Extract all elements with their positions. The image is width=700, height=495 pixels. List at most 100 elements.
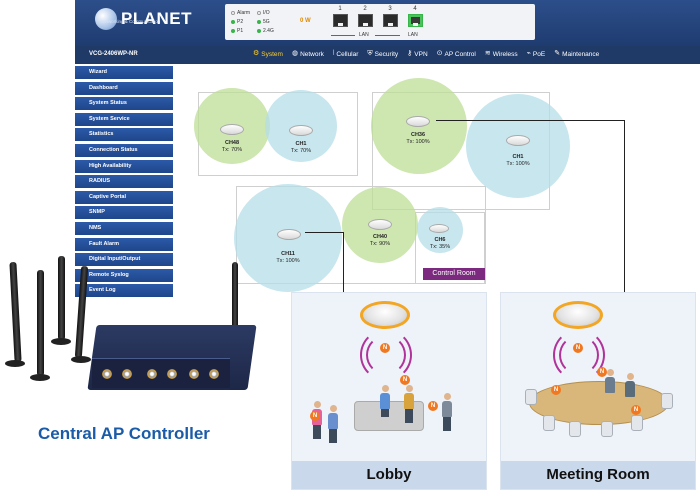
lan-bracket-line <box>331 35 355 36</box>
person-figure <box>328 405 338 443</box>
sidebar-item-fault-alarm[interactable]: Fault Alarm <box>75 237 173 251</box>
antenna-icon <box>9 261 22 363</box>
chair <box>601 421 613 437</box>
antenna-base <box>5 360 25 367</box>
lan-port-3[interactable]: 3 <box>380 6 400 27</box>
nav-cellular[interactable]: ⦚Cellular <box>332 50 359 58</box>
antenna-icon <box>58 256 65 340</box>
app-header: PLANET Networking & Communication Alarm … <box>75 0 700 46</box>
lan-label: LAN <box>359 32 369 38</box>
access-point-icon[interactable] <box>220 124 244 135</box>
lan-port-2[interactable]: 2 <box>355 6 375 27</box>
nav-vpn[interactable]: ⚷VPN <box>407 50 428 58</box>
person-figure <box>442 393 452 431</box>
sidebar-menu: Wizard Dashboard System Status System Se… <box>75 66 173 300</box>
person-figure <box>605 369 615 393</box>
sidebar-item-nms[interactable]: NMS <box>75 221 173 235</box>
connector-port-icon <box>209 369 219 379</box>
sidebar-item-dashboard[interactable]: Dashboard <box>75 81 173 95</box>
access-point-icon[interactable] <box>429 224 449 233</box>
sidebar-item-statistics[interactable]: Statistics <box>75 128 173 142</box>
wifi-badge: N <box>597 367 607 377</box>
led-dot-icon <box>231 29 235 33</box>
sidebar-item-system-service[interactable]: System Service <box>75 112 173 126</box>
led-dot-icon <box>231 20 235 24</box>
connector-port-icon <box>147 369 157 379</box>
person-figure <box>625 373 635 397</box>
ethernet-port-icon <box>332 14 348 27</box>
nav-system[interactable]: ⚙System <box>253 50 283 58</box>
wifi-badge: N <box>428 401 438 411</box>
sidebar-item-snmp[interactable]: SNMP <box>75 206 173 220</box>
led-alarm: Alarm <box>231 10 257 16</box>
poe-icon: ⌁ <box>526 50 531 57</box>
sidebar-item-connection-status[interactable]: Connection Status <box>75 143 173 157</box>
connector-line <box>343 232 344 314</box>
ethernet-port-icon <box>357 14 373 27</box>
connector-port-icon <box>167 369 177 379</box>
power-readout: 0 W <box>300 18 311 24</box>
access-point-icon[interactable] <box>506 135 530 146</box>
sidebar-item-captive-portal[interactable]: Captive Portal <box>75 190 173 204</box>
nav-wireless[interactable]: ≋Wireless <box>484 50 518 58</box>
access-point-icon[interactable] <box>277 229 301 240</box>
lan-port-1[interactable]: 1 <box>330 6 350 27</box>
nav-poe[interactable]: ⌁PoE <box>526 50 546 58</box>
wrench-icon: ✎ <box>554 50 561 57</box>
wifi-icon: ≋ <box>484 50 491 57</box>
wifi-wave-icon <box>360 329 412 381</box>
device-status-panel: Alarm I/O P2 5G P1 2.4G 0 W 1 2 3 4 LAN … <box>225 4 535 40</box>
lan-port-4[interactable]: 4 <box>405 6 425 27</box>
gear-icon: ⚙ <box>253 50 260 57</box>
brand-tagline: Networking & Communication <box>101 19 161 24</box>
wifi-badge: N <box>631 405 641 415</box>
sidebar-item-radius[interactable]: RADIUS <box>75 175 173 189</box>
led-5g: 5G <box>257 19 283 25</box>
led-24g: 2.4G <box>257 28 283 34</box>
ceiling-ap-icon <box>360 301 410 329</box>
coverage-zone <box>466 94 570 198</box>
sidebar-item-wizard[interactable]: Wizard <box>75 66 173 79</box>
device-model: VCG-2406WP-NR <box>89 51 138 57</box>
sidebar-item-remote-syslog[interactable]: Remote Syslog <box>75 268 173 282</box>
top-navbar: VCG-2406WP-NR ⚙System ◍Network ⦚Cellular… <box>75 46 700 64</box>
sidebar-item-high-availability[interactable]: High Availability <box>75 159 173 173</box>
access-point-icon[interactable] <box>368 219 392 230</box>
wifi-badge: N <box>551 385 561 395</box>
led-io: I/O <box>257 10 283 16</box>
led-dot-icon <box>257 29 261 33</box>
access-point-icon[interactable] <box>406 116 430 127</box>
connector-line <box>624 120 625 314</box>
nav-security[interactable]: ⛨Security <box>367 50 399 58</box>
wifi-badge: N <box>380 343 390 353</box>
antenna-icon <box>232 262 238 332</box>
antenna-icon <box>37 270 44 376</box>
nav-network[interactable]: ◍Network <box>291 50 324 58</box>
sidebar-item-digital-io[interactable]: Digital Input/Output <box>75 253 173 267</box>
cellular-icon: ⦚ <box>332 50 335 57</box>
lobby-title: Lobby <box>292 461 486 489</box>
wifi-badge: N <box>573 343 583 353</box>
sidebar-item-system-status[interactable]: System Status <box>75 97 173 111</box>
controller-front-panel <box>92 358 230 388</box>
person-figure <box>380 385 390 417</box>
lan-label: LAN <box>408 32 418 38</box>
connector-line <box>305 232 343 233</box>
nav-maintenance[interactable]: ✎Maintenance <box>554 50 600 58</box>
nav-ap-control[interactable]: ⊙AP Control <box>436 50 476 58</box>
sidebar-item-event-log[interactable]: Event Log <box>75 284 173 298</box>
chair <box>569 421 581 437</box>
chair <box>631 415 643 431</box>
access-point-icon[interactable] <box>289 125 313 136</box>
chair <box>543 415 555 431</box>
ethernet-port-icon <box>382 14 398 27</box>
connector-port-icon <box>189 369 199 379</box>
ap-icon: ⊙ <box>436 50 443 57</box>
